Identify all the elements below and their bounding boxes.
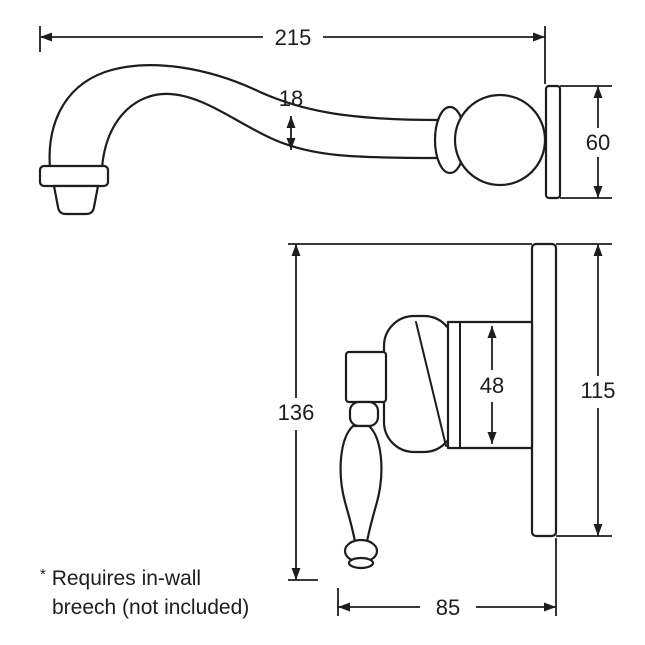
- mixer-body: [446, 320, 534, 450]
- dim-label-spout-flange-height: 60: [586, 130, 610, 155]
- footnote-line-1: * Requires in-wall: [40, 561, 201, 590]
- dim-label-mixer-handle-drop: 136: [278, 400, 315, 425]
- dimension-mixer-handle-drop: 136: [278, 243, 532, 581]
- footnote: * Requires in-wall breech (not included): [40, 561, 249, 619]
- footnote-asterisk: *: [40, 566, 46, 583]
- dim-label-mixer-projection: 85: [436, 595, 460, 620]
- spout-tube-outline: [48, 64, 440, 170]
- mixer-lever-collar: [348, 400, 380, 428]
- spout-outlet-tip: [52, 184, 100, 216]
- mixer-lever-mount: [344, 350, 388, 404]
- mixer-lever-end-base: [347, 556, 375, 570]
- dim-label-spout-tube-diameter: 18: [279, 86, 303, 111]
- dimension-spout-reach: 215: [39, 25, 546, 84]
- footnote-line-1-text: Requires in-wall: [52, 567, 201, 590]
- dimension-mixer-body-diameter: 48: [480, 326, 504, 444]
- dim-label-mixer-body-diameter: 48: [480, 373, 504, 398]
- footnote-line-2: breech (not included): [52, 596, 249, 619]
- spout-assembly: [38, 64, 562, 216]
- spout-wall-plate: [544, 84, 562, 200]
- mixer-lever-grip: [339, 424, 383, 544]
- dimension-mixer-projection: 85: [337, 538, 557, 620]
- dimension-mixer-plate-height: 115: [556, 243, 616, 537]
- spout-outlet-collar: [38, 164, 110, 188]
- dim-label-mixer-plate-height: 115: [580, 378, 615, 403]
- spout-sphere-escutcheon: [453, 93, 547, 187]
- dimension-spout-tube-diameter: 18: [279, 86, 303, 150]
- mixer-assembly: [339, 242, 558, 570]
- mixer-wall-plate: [530, 242, 558, 538]
- dimension-spout-flange-height: 60: [560, 85, 612, 199]
- mixer-dome-seam-line: [415, 321, 447, 447]
- dim-label-spout-reach: 215: [275, 25, 312, 50]
